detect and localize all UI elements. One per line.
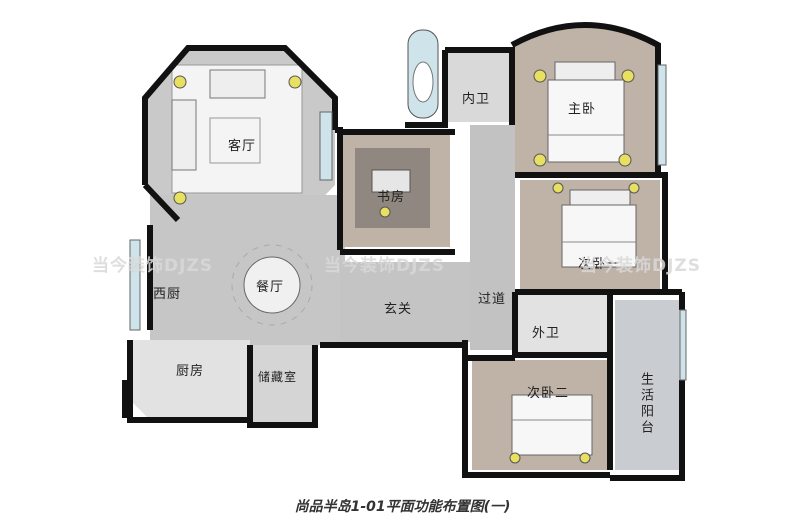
room-label-master-bed: 主卧 xyxy=(568,102,597,117)
inner-bath-floor xyxy=(445,52,510,122)
dining-floor xyxy=(150,195,345,345)
corridor-floor xyxy=(470,125,515,350)
room-label-utility-balcony: 生活阳台 xyxy=(638,372,653,436)
windows xyxy=(129,64,687,381)
room-label-outer-bath: 外卫 xyxy=(532,326,561,341)
balcony-floor xyxy=(615,300,680,470)
room-label-storage: 储藏室 xyxy=(258,370,298,384)
lamp-markers xyxy=(173,69,640,464)
room-label-western-kitchen: 西厨 xyxy=(153,287,182,302)
room-label-second-bed-1: 次卧一 xyxy=(578,257,621,272)
foyer-floor xyxy=(340,262,475,342)
storage-floor xyxy=(252,345,312,425)
watermark-1: 当今装饰DJZS xyxy=(92,256,214,276)
plan-caption: 尚品半岛1-01平面功能布置图(一) xyxy=(294,499,511,515)
room-label-foyer: 玄关 xyxy=(384,302,413,317)
bathtub xyxy=(407,29,439,119)
living-sofa-set xyxy=(171,69,266,171)
study-desk xyxy=(371,169,411,193)
master-bed xyxy=(547,61,625,163)
dining-table xyxy=(231,244,313,326)
room-label-living: 客厅 xyxy=(228,139,257,154)
outer-bath-floor xyxy=(515,295,610,355)
walls xyxy=(122,22,685,481)
room-label-second-bed-2: 次卧二 xyxy=(527,386,570,401)
room-label-kitchen: 厨房 xyxy=(176,364,205,379)
room-label-dining: 餐厅 xyxy=(256,280,285,295)
kitchen-floor xyxy=(130,340,250,420)
second-bed-2 xyxy=(511,394,593,456)
room-label-corridor: 过道 xyxy=(478,292,507,307)
room-label-inner-bath: 内卫 xyxy=(462,92,491,107)
second-bed-1 xyxy=(561,189,637,268)
room-label-study: 书房 xyxy=(377,190,406,205)
watermark-2: 当今装饰DJZS xyxy=(324,256,446,276)
watermark-3: 当今装饰DJZS xyxy=(580,256,702,276)
